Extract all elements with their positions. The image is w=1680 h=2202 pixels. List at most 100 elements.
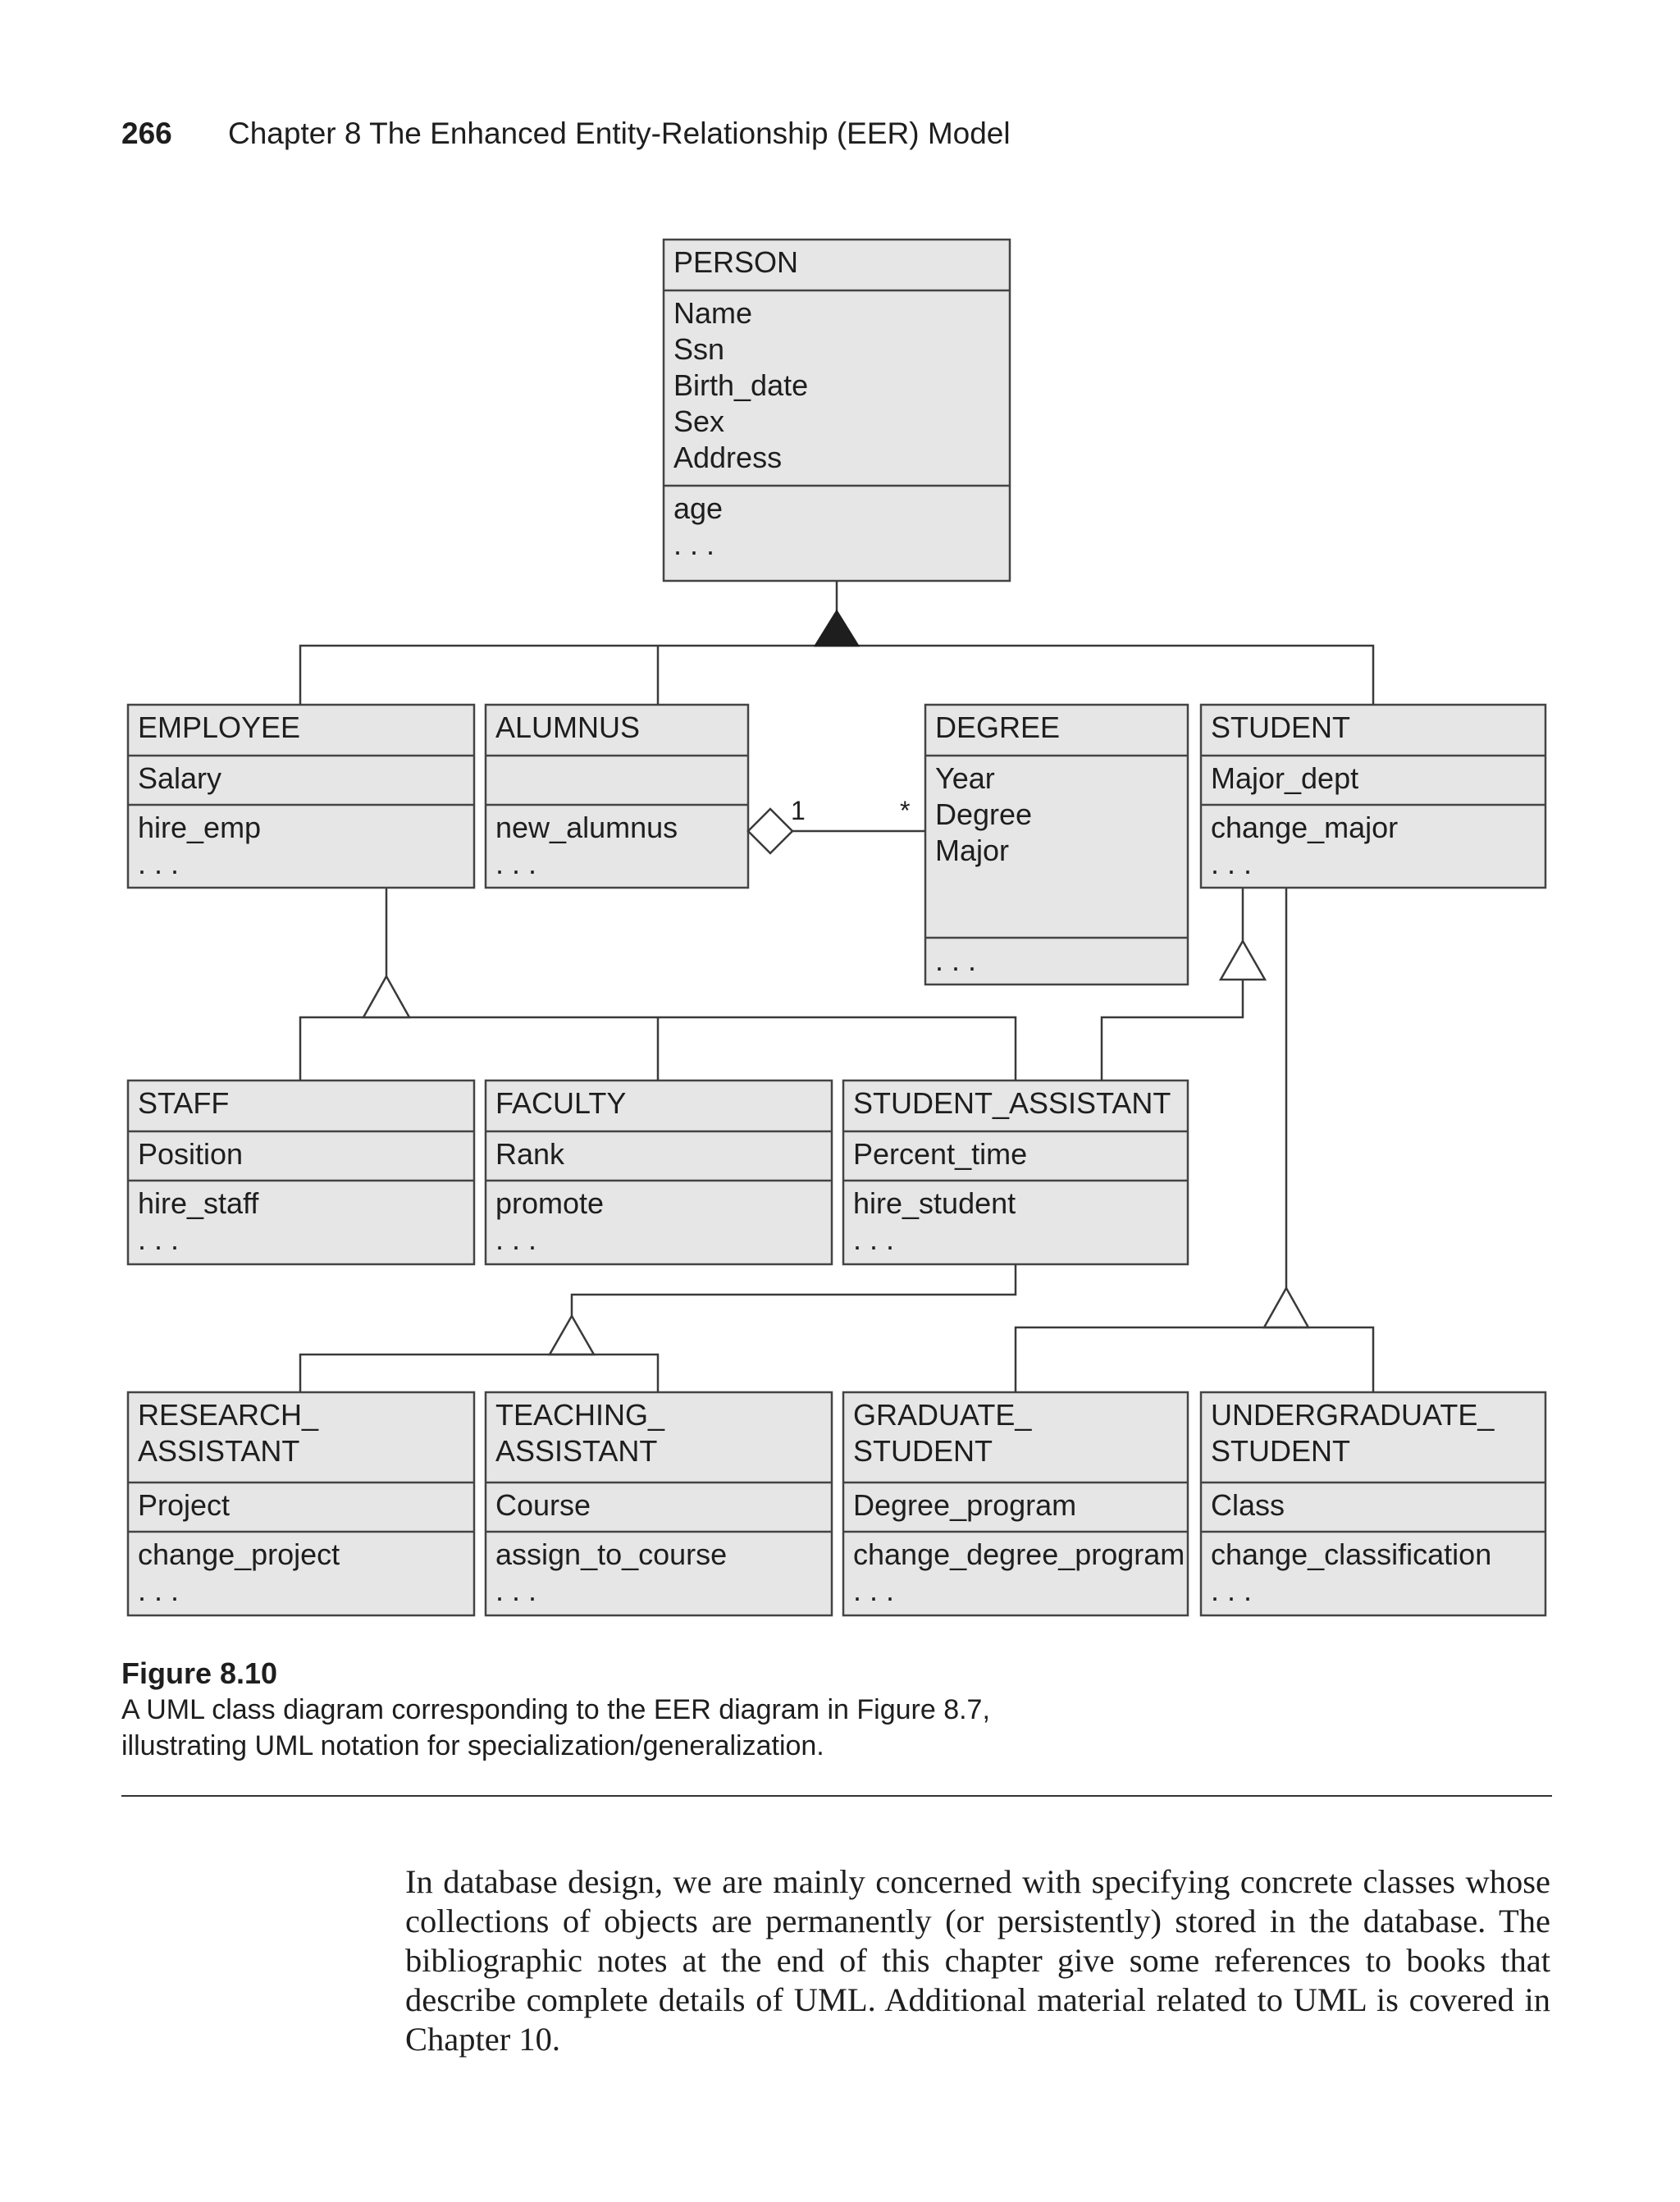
alumnus-class: ALUMNUS new_alumnus. . . <box>484 703 750 889</box>
degree-operation: . . . <box>935 943 976 977</box>
research-assistant-class: RESEARCH_ASSISTANT Project change_project.… <box>126 1391 476 1617</box>
connectors: 1 * <box>299 581 1375 1392</box>
undergraduate-student-operation: change_classification <box>1211 1537 1491 1571</box>
student-branch-line <box>1014 1326 1375 1392</box>
staff-class: STAFF Position hire_staff. . . <box>126 1079 476 1266</box>
figure-caption: Figure 8.10 A UML class diagram correspo… <box>121 1656 990 1764</box>
staff-operation: hire_staff <box>138 1186 259 1220</box>
student-specialization-triangle <box>1262 1286 1311 1329</box>
person-box <box>662 238 1011 582</box>
undergraduate-student-name: STUDENT <box>1211 1434 1350 1468</box>
figure-label: Figure 8.10 <box>121 1656 278 1690</box>
person-specialization-triangle <box>813 609 861 647</box>
teaching-assistant-class: TEACHING_ASSISTANT Course assign_to_course… <box>484 1391 833 1617</box>
research-assistant-operation: . . . <box>138 1574 179 1607</box>
alumnus-box <box>484 703 750 889</box>
staff-box <box>126 1079 476 1266</box>
student-class: STUDENT Major_dept change_major. . . <box>1199 703 1547 889</box>
multiplicity-degree: * <box>900 796 910 825</box>
teaching-assistant-operation: . . . <box>495 1574 536 1607</box>
degree-attribute: Degree <box>935 797 1032 831</box>
graduate-student-operation: . . . <box>853 1574 894 1607</box>
person-attribute: Ssn <box>673 332 724 366</box>
teaching-assistant-name: TEACHING_ <box>495 1398 665 1432</box>
research-assistant-name: ASSISTANT <box>138 1434 299 1468</box>
faculty-name: FACULTY <box>495 1086 626 1120</box>
student-box <box>1199 703 1547 889</box>
employee-box <box>126 703 476 889</box>
research-assistant-name: RESEARCH_ <box>138 1398 319 1432</box>
teaching-assistant-attribute: Course <box>495 1488 591 1522</box>
staff-operation: . . . <box>138 1222 179 1256</box>
person-attribute: Address <box>673 441 782 474</box>
faculty-operation: promote <box>495 1186 604 1220</box>
student-assistant-operation: . . . <box>853 1222 894 1256</box>
person-operation: . . . <box>673 528 714 561</box>
graduate-student-box <box>842 1391 1189 1617</box>
staff-attribute: Position <box>138 1137 243 1171</box>
student-assistant-name: STUDENT_ASSISTANT <box>853 1086 1171 1120</box>
person-attribute: Name <box>673 296 752 330</box>
graduate-student-class: GRADUATE_STUDENT Degree_program change_deg… <box>842 1391 1189 1617</box>
page-number: 266 <box>121 116 172 150</box>
research-assistant-operation: change_project <box>138 1537 340 1571</box>
student-assistant-box <box>842 1079 1189 1266</box>
faculty-attribute: Rank <box>495 1137 565 1171</box>
teaching-assistant-name: ASSISTANT <box>495 1434 657 1468</box>
faculty-class: FACULTY Rank promote. . . <box>484 1079 833 1266</box>
student-operation: . . . <box>1211 847 1252 880</box>
student-assistant-stem <box>570 1264 1017 1316</box>
caption-line-2: illustrating UML notation for specializa… <box>121 1730 824 1761</box>
faculty-box <box>484 1079 833 1266</box>
person-operation: age <box>673 491 723 525</box>
degree-name: DEGREE <box>935 710 1060 744</box>
undergraduate-student-name: UNDERGRADUATE_ <box>1211 1398 1495 1432</box>
degree-attribute: Major <box>935 834 1009 867</box>
body-paragraph: In database design, we are mainly concer… <box>405 1863 1550 2058</box>
student-assistant-class: STUDENT_ASSISTANT Percent_time hire_studen… <box>842 1079 1189 1266</box>
alumnus-operation: new_alumnus <box>495 811 678 844</box>
undergraduate-student-attribute: Class <box>1211 1488 1285 1522</box>
person-attribute: Sex <box>673 404 724 438</box>
person-branch-line <box>299 644 1375 705</box>
undergraduate-student-box <box>1199 1391 1547 1617</box>
student-assistant-attribute: Percent_time <box>853 1137 1027 1171</box>
undergraduate-student-class: UNDERGRADUATE_STUDENT Class change_classif… <box>1199 1391 1547 1617</box>
student-assistant-link <box>1100 980 1244 1080</box>
student-assistant-operation: hire_student <box>853 1186 1016 1220</box>
employee-specialization-triangle <box>361 974 412 1019</box>
multiplicity-alumnus: 1 <box>791 796 806 825</box>
faculty-operation: . . . <box>495 1222 536 1256</box>
chapter-title: Chapter 8 The Enhanced Entity-Relationsh… <box>228 116 1011 150</box>
student-name: STUDENT <box>1211 710 1350 744</box>
student-assistant-branch-line <box>299 1353 660 1392</box>
caption-divider <box>121 1795 1552 1797</box>
degree-attribute: Year <box>935 761 995 795</box>
graduate-student-operation: change_degree_program <box>853 1537 1185 1571</box>
student-assistant-specialization-triangle <box>547 1313 596 1356</box>
student-operation: change_major <box>1211 811 1398 844</box>
research-assistant-attribute: Project <box>138 1488 230 1522</box>
employee-operation: . . . <box>138 847 179 880</box>
alumnus-name: ALUMNUS <box>495 710 640 744</box>
undergraduate-student-operation: . . . <box>1211 1574 1252 1607</box>
student-attribute: Major_dept <box>1211 761 1358 795</box>
staff-name: STAFF <box>138 1086 229 1120</box>
aggregation-diamond <box>746 807 794 855</box>
employee-attribute: Salary <box>138 761 221 795</box>
teaching-assistant-operation: assign_to_course <box>495 1537 727 1571</box>
graduate-student-attribute: Degree_program <box>853 1488 1076 1522</box>
person-attribute: Birth_date <box>673 368 808 402</box>
page-header: 266 Chapter 8 The Enhanced Entity-Relatio… <box>121 116 1011 151</box>
employee-name: EMPLOYEE <box>138 710 300 744</box>
caption-line-1: A UML class diagram corresponding to the… <box>121 1694 990 1725</box>
graduate-student-name: GRADUATE_ <box>853 1398 1032 1432</box>
person-name: PERSON <box>673 245 798 279</box>
graduate-student-name: STUDENT <box>853 1434 993 1468</box>
alumnus-operation: . . . <box>495 847 536 880</box>
student-assistant-triangle <box>1218 939 1267 981</box>
